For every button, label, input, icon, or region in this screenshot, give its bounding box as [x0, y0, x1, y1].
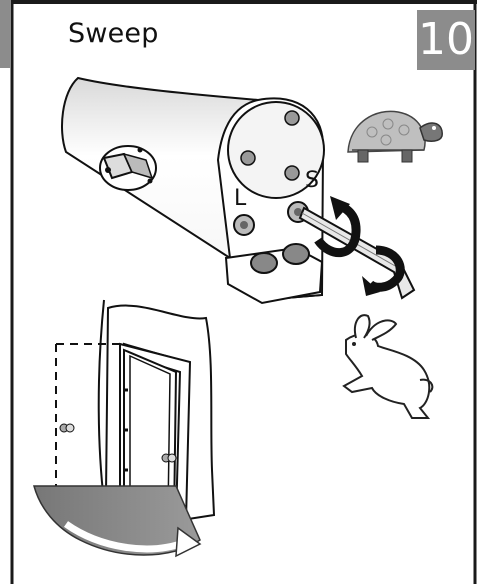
sweep-valve-label: S [305, 168, 319, 193]
hare-icon [342, 314, 434, 419]
door-closer-body [61, 76, 325, 305]
step-number-badge: 10 [417, 10, 475, 70]
latch-valve-label: L [234, 186, 247, 211]
tortoise-icon [347, 110, 443, 163]
rotation-arrows-icon [314, 196, 405, 296]
pinion-shaft [99, 145, 157, 191]
valve-block [224, 243, 324, 305]
page-title: Sweep [68, 18, 159, 49]
door-illustration [33, 299, 216, 558]
section-tab [0, 0, 11, 68]
